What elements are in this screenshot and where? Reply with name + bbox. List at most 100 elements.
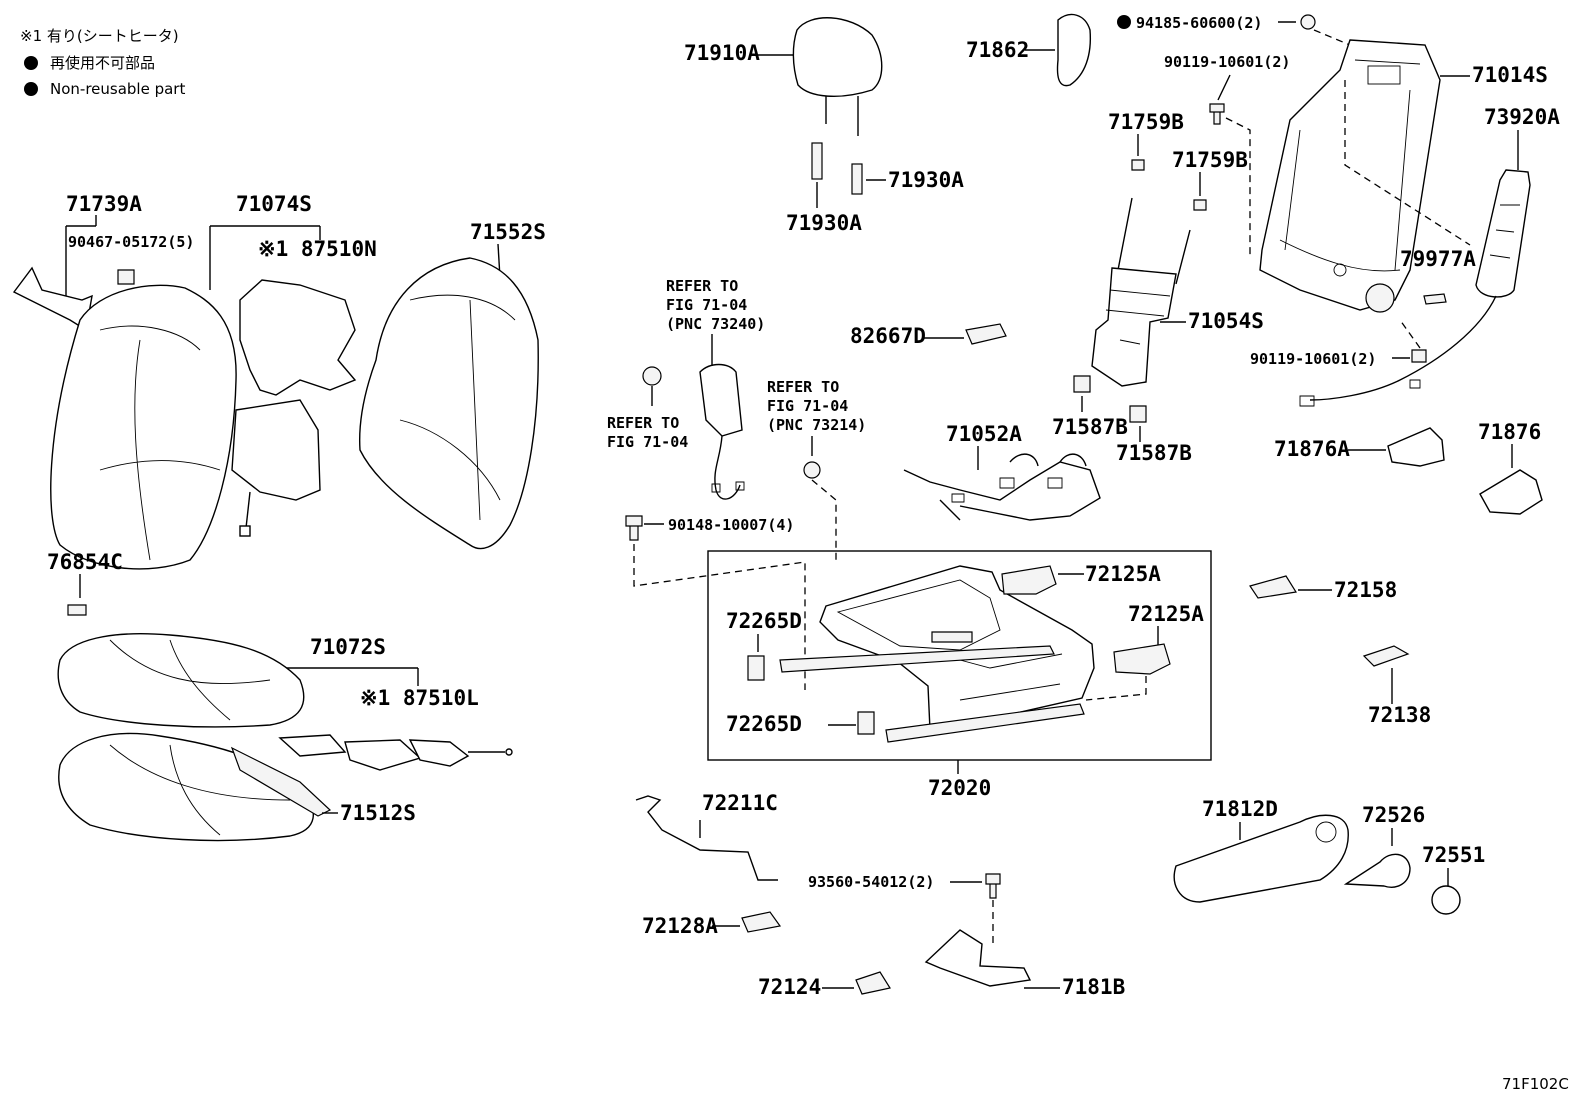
part-label-72128A: 72128A xyxy=(642,914,718,938)
cushion-cover-icon xyxy=(57,633,305,728)
seat-frame-72020-icon xyxy=(819,565,1095,731)
non-reusable-bullet-icon xyxy=(24,56,38,70)
legend-non-reusable-en: Non-reusable part xyxy=(50,80,185,98)
part-label-82667D: 82667D xyxy=(850,324,926,348)
right-trim-group: 71876A 71876 72158 72138 xyxy=(1249,420,1543,727)
part-label-71812D: 71812D xyxy=(1202,797,1278,821)
legend-heater-note: ※1 有り(シートヒータ) xyxy=(20,27,179,45)
cover-72158-icon xyxy=(1249,575,1297,599)
seatback-frame-71014S-icon xyxy=(1259,39,1441,311)
refer2-line2: FIG 71-04 xyxy=(767,397,848,415)
part-label-73920A: 73920A xyxy=(1484,105,1560,129)
adjuster-group: 72020 72125A 72125A 72265D 72265D xyxy=(707,550,1212,800)
rail-cover-72125A-b-icon xyxy=(1113,643,1171,675)
part-label-72125A-a: 72125A xyxy=(1085,562,1161,586)
dash-anchor xyxy=(811,479,837,560)
part-label-94185: 94185-60600(2) xyxy=(1136,14,1262,32)
clip-71759B-b-icon xyxy=(1193,199,1207,211)
headrest-guide-left-icon xyxy=(811,142,823,180)
part-label-72124: 72124 xyxy=(758,975,821,999)
part-label-90148: 90148-10007(4) xyxy=(668,516,794,534)
bolt-90148-icon xyxy=(625,515,643,541)
part-label-90119-bottom: 90119-10601(2) xyxy=(1250,350,1376,368)
heater-pad-seg3-icon xyxy=(408,739,470,767)
part-label-71759B-a: 71759B xyxy=(1108,110,1184,134)
part-label-93560: 93560-54012(2) xyxy=(808,873,934,891)
harness-71052A-branches xyxy=(939,453,1087,521)
buckle-harness xyxy=(714,435,741,500)
heater-pad-upper-icon xyxy=(239,279,357,396)
figure-id: 71F102C xyxy=(1502,1075,1569,1093)
clip-icon xyxy=(117,269,135,285)
cap-icon xyxy=(642,366,662,386)
shield-knob-hole xyxy=(1315,821,1337,843)
shield-71812D-icon xyxy=(1173,814,1349,903)
buckle-connectors xyxy=(711,481,745,493)
airbag-connectors xyxy=(1299,379,1421,407)
trim-71876A-icon xyxy=(1387,427,1445,467)
adjuster-assembly-box xyxy=(707,550,1212,761)
part-label-90119-top: 90119-10601(2) xyxy=(1164,53,1290,71)
bezel-82667D-icon xyxy=(965,323,1007,345)
headrest-guide-right-icon xyxy=(851,163,863,195)
non-reusable-bullet-icon xyxy=(24,82,38,96)
cover-72138-icon xyxy=(1362,645,1410,667)
seat-frame-inner xyxy=(836,579,1001,651)
part-label-71930A-bottom: 71930A xyxy=(786,211,862,235)
part-label-71074S: 71074S xyxy=(236,192,312,216)
leader-71074S xyxy=(209,225,321,290)
frame-structure-lines xyxy=(1279,59,1421,272)
legend: ※1 有り(シートヒータ) 再使用不可部品 Non-reusable part xyxy=(20,27,185,98)
clip-71759B-a-icon xyxy=(1131,159,1145,171)
part-label-72265D-a: 72265D xyxy=(726,609,802,633)
part-label-71759B-b: 71759B xyxy=(1172,148,1248,172)
clip-71587B-a-icon xyxy=(1073,375,1091,393)
heater-pad-seg1-icon xyxy=(278,734,347,757)
part-label-71054S: 71054S xyxy=(1188,309,1264,333)
seatback-cover-icon xyxy=(50,284,237,570)
seatback-frame-group: 94185-60600(2) 90119-10601(2) 71014S 739… xyxy=(1117,14,1560,407)
refer2-line1: REFER TO xyxy=(767,378,839,396)
bottom-center-group: 72211C 72128A 93560-54012(2) 7181B 72124 xyxy=(635,791,1125,999)
clip-71587B-b-icon xyxy=(1129,405,1147,423)
part-label-71512S: 71512S xyxy=(340,801,416,825)
knob-72526-icon xyxy=(1343,853,1411,888)
dash-90119-top xyxy=(1225,117,1251,256)
trim-71862-group: 71862 xyxy=(966,13,1092,87)
part-label-71930A-right: 71930A xyxy=(888,168,964,192)
part-label-87510N: ※1 87510N xyxy=(258,237,377,261)
part-label-71876A: 71876A xyxy=(1274,437,1350,461)
part-label-72138: 72138 xyxy=(1368,703,1431,727)
leader-90119-top xyxy=(1217,74,1231,101)
heater-wire xyxy=(245,491,251,529)
harness-group: 71052A xyxy=(903,422,1101,521)
anchor-cover-icon xyxy=(803,461,821,479)
part-label-72020: 72020 xyxy=(928,776,991,800)
part-label-71862: 71862 xyxy=(966,38,1029,62)
dash-94185 xyxy=(1313,29,1363,51)
seat-frame-cross xyxy=(959,653,1063,701)
part-label-71739A: 71739A xyxy=(66,192,142,216)
seat-rail-lower-icon xyxy=(885,703,1085,743)
refer2-line3: (PNC 73214) xyxy=(767,416,866,434)
part-label-90467: 90467-05172(5) xyxy=(68,233,194,251)
dash-72125A-b xyxy=(1085,676,1147,701)
cushion-group: 76854C 71072S ※1 87510L 71512S xyxy=(47,550,513,842)
trim-71876-icon xyxy=(1479,469,1543,515)
heater-pad-seg2-icon xyxy=(344,739,422,771)
bolt-90119-bottom-icon xyxy=(1411,349,1427,363)
lumbar-ribs xyxy=(1105,289,1171,345)
lumbar-support-71054S-icon xyxy=(1091,267,1177,387)
dash-90119-bottom xyxy=(1399,319,1421,349)
part-label-79977A: 79977A xyxy=(1400,247,1476,271)
side-airbag-73920A-icon xyxy=(1475,169,1531,298)
part-label-71587B-b: 71587B xyxy=(1116,441,1192,465)
lumbar-group: 71759B 71759B 71054S 82667D 71587B 71587… xyxy=(850,110,1264,465)
part-label-71014S: 71014S xyxy=(1472,63,1548,87)
part-label-72158: 72158 xyxy=(1334,578,1397,602)
part-label-71876: 71876 xyxy=(1478,420,1541,444)
part-label-72551: 72551 xyxy=(1422,843,1485,867)
part-label-71052A: 71052A xyxy=(946,422,1022,446)
rail-cover-72125A-a-icon xyxy=(1001,565,1057,595)
refer3-line1: REFER TO xyxy=(607,414,679,432)
